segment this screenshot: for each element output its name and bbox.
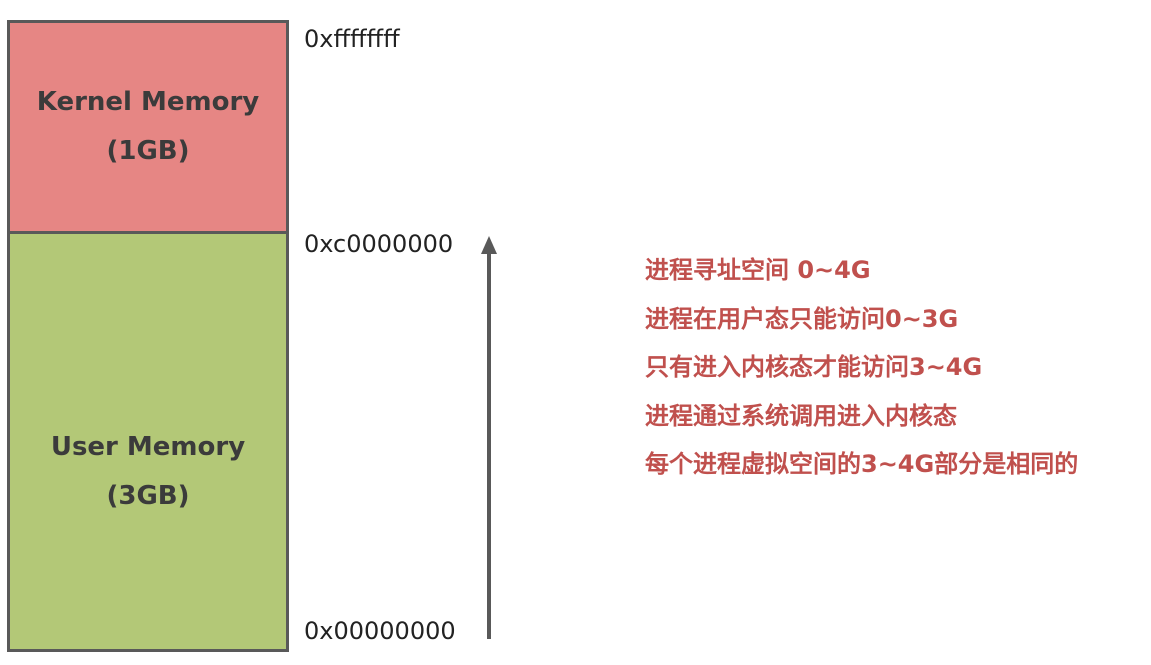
user-memory-label: User Memory — [50, 431, 246, 462]
note-line: 每个进程虚拟空间的3~4G部分是相同的 — [645, 450, 1079, 478]
kernel-memory-text: Kernel Memory (1GB) — [37, 78, 260, 176]
address-direction-arrow — [481, 236, 497, 639]
user-memory-block: User Memory (3GB) — [7, 231, 289, 652]
address-bottom-label: 0x00000000 — [304, 617, 456, 645]
notes-list: 进程寻址空间 0~4G 进程在用户态只能访问0~3G 只有进入内核态才能访问3~4G… — [645, 246, 1078, 489]
note-line: 进程寻址空间 0~4G — [645, 256, 871, 284]
kernel-memory-label: Kernel Memory — [36, 87, 260, 117]
address-top-label: 0xffffffff — [304, 25, 400, 53]
kernel-memory-size: (1GB) — [106, 136, 190, 166]
kernel-memory-block: Kernel Memory (1GB) — [7, 20, 289, 234]
note-line: 进程在用户态只能访问0~3G — [645, 304, 959, 333]
user-memory-text: User Memory (3GB) — [51, 423, 245, 521]
user-memory-size: (3GB) — [106, 480, 190, 511]
arrow-head-icon — [481, 236, 497, 254]
address-mid-label: 0xc0000000 — [304, 230, 454, 258]
note-line: 只有进入内核态才能访问3~4G — [645, 353, 983, 381]
note-line: 进程通过系统调用进入内核态 — [645, 401, 957, 430]
